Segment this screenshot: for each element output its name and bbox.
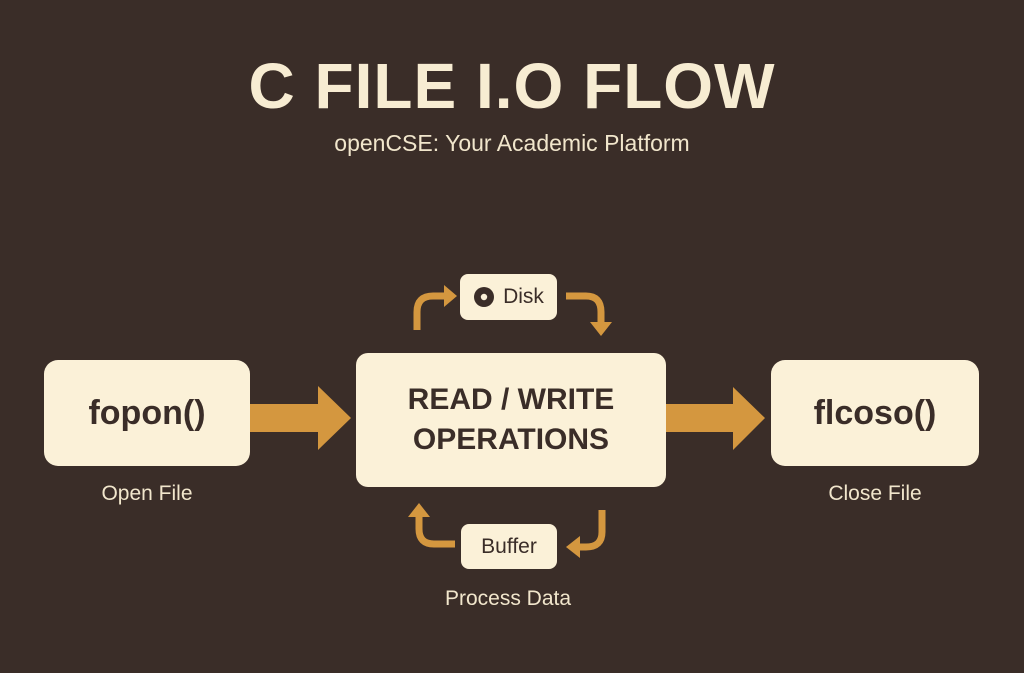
- fopen-box: fopon(): [44, 360, 250, 466]
- curved-arrow-to-disk: [413, 285, 457, 330]
- curved-arrow-from-buffer: [408, 503, 455, 548]
- fclose-box: flcoso(): [771, 360, 979, 466]
- arrow-open-to-center: [250, 386, 351, 450]
- curved-arrow-from-disk: [566, 292, 612, 336]
- disk-pill: Disk: [460, 274, 557, 320]
- read-write-line2: OPERATIONS: [412, 423, 610, 456]
- fopen-label: fopon(): [88, 393, 206, 432]
- close-file-caption: Close File: [828, 482, 922, 505]
- diagram-title: C FILE I.O FLOW: [248, 50, 776, 122]
- read-write-line1: READ / WRITE: [407, 383, 615, 416]
- buffer-pill: Buffer: [461, 524, 557, 569]
- open-file-caption: Open File: [101, 482, 193, 505]
- buffer-label: Buffer: [481, 534, 537, 558]
- process-data-caption: Process Data: [444, 587, 572, 610]
- fclose-label: flcoso(): [813, 393, 937, 432]
- curved-arrow-to-buffer: [566, 510, 606, 558]
- read-write-box: READ / WRITE OPERATIONS: [356, 353, 666, 487]
- disk-label: Disk: [503, 285, 544, 308]
- arrow-center-to-close: [666, 387, 765, 450]
- disk-icon: [474, 287, 495, 307]
- diagram-subtitle: openCSE: Your Academic Platform: [334, 130, 690, 156]
